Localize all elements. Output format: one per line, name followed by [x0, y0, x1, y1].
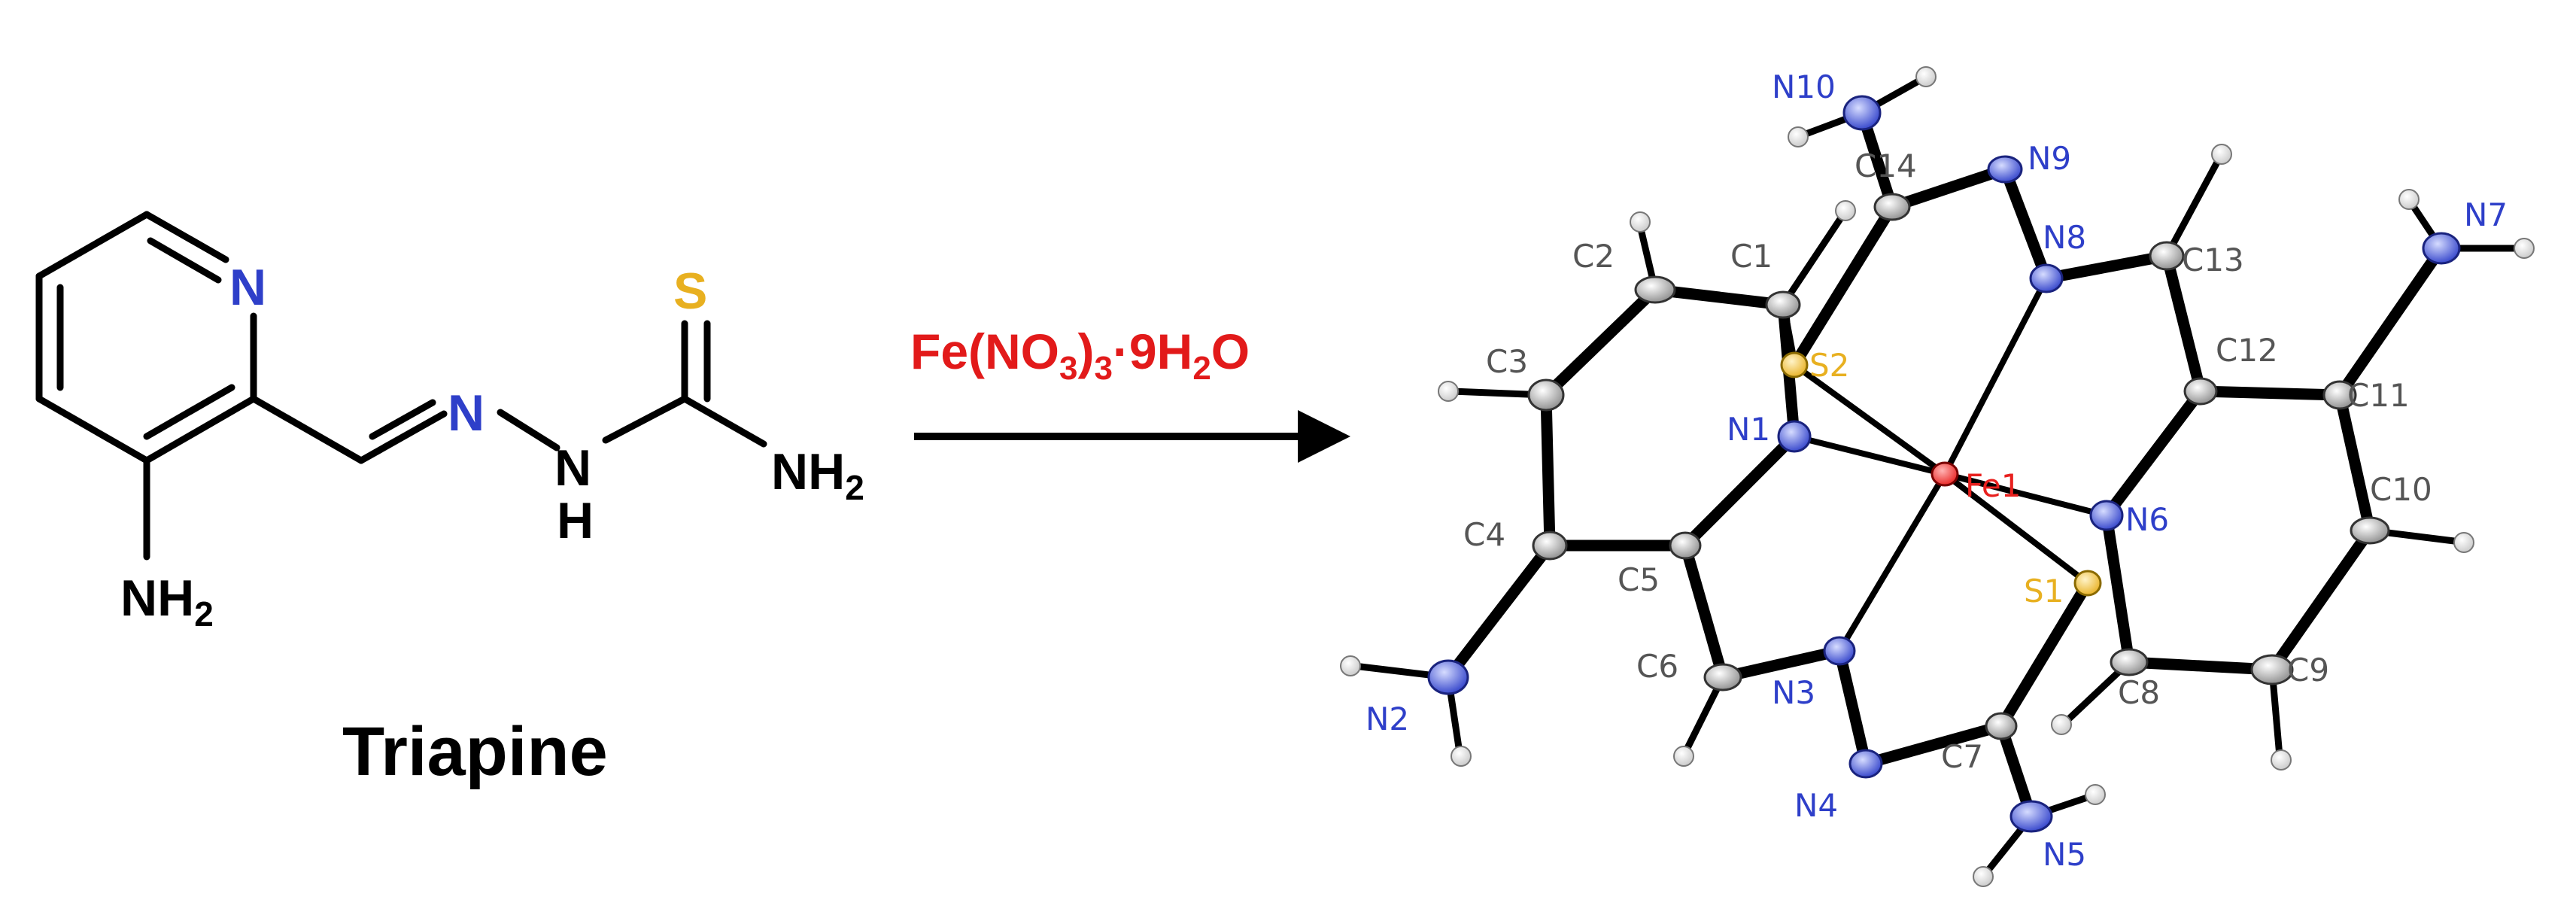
ring-bond	[143, 211, 229, 263]
hydrazine-hydrogen-label: H	[557, 492, 594, 549]
sulfur-label: S	[673, 263, 707, 320]
amide-nh2-label: NH2	[771, 443, 864, 507]
label-n7: N7	[2464, 196, 2508, 233]
label-c1: C1	[1730, 238, 1773, 275]
label-n4: N4	[1794, 787, 1838, 824]
label-c4: C4	[1463, 516, 1505, 553]
label-c5: C5	[1618, 561, 1660, 598]
label-c7: C7	[1941, 738, 1983, 775]
imine-bond	[369, 399, 436, 440]
compound-name: Triapine	[342, 713, 608, 790]
reaction-arrow-head	[1298, 410, 1350, 463]
label-n5: N5	[2043, 836, 2086, 873]
ring-nitrogen-label: N	[229, 259, 266, 316]
label-c6: C6	[1636, 648, 1678, 685]
label-n8: N8	[2043, 219, 2086, 256]
amide-bond	[602, 395, 688, 444]
carbamoyl-bond	[681, 395, 767, 448]
complex-labels: Fe1 S1 S2 N1 N2 N3 N4 N5 N6 N7 N8 N9 N10…	[1365, 68, 2508, 873]
ring-bond	[143, 384, 235, 440]
imine-nitrogen-label: N	[448, 385, 485, 442]
label-c13: C13	[2182, 242, 2244, 278]
reagent-label: Fe(NO3)3·9H2O	[910, 324, 1250, 387]
label-s1: S1	[2024, 573, 2064, 609]
label-c11: C11	[2347, 377, 2410, 414]
label-c14: C14	[1855, 147, 1917, 184]
label-c12: C12	[2216, 332, 2278, 369]
label-c8: C8	[2118, 674, 2160, 711]
label-c3: C3	[1486, 343, 1528, 380]
hydrazine-nitrogen-label: N	[554, 439, 591, 497]
label-c10: C10	[2370, 471, 2432, 508]
hydrogen-atoms	[1340, 66, 2535, 887]
label-n6: N6	[2125, 501, 2169, 538]
label-n2: N2	[1365, 701, 1409, 737]
label-n9: N9	[2028, 140, 2071, 177]
chain-bond	[250, 395, 365, 464]
sulfur-atoms	[1780, 351, 2102, 597]
ring-bond	[143, 395, 257, 464]
ring-bond	[35, 211, 150, 280]
complex-bonds	[1442, 107, 2447, 822]
hydrazine-bond	[497, 409, 560, 451]
label-c2: C2	[1572, 238, 1615, 275]
carbon-atoms	[1527, 193, 2390, 740]
label-n10: N10	[1772, 68, 1836, 105]
imine-bond	[357, 410, 448, 464]
iron-atom	[1930, 461, 1959, 487]
label-n3: N3	[1772, 674, 1815, 711]
ring-bond	[35, 395, 150, 464]
label-fe1: Fe1	[1965, 467, 2021, 504]
nitrogen-atoms	[1427, 95, 2461, 833]
triapine-structure	[35, 211, 767, 561]
label-c9: C9	[2287, 652, 2329, 688]
ring-bond	[147, 237, 222, 284]
label-n1: N1	[1727, 411, 1770, 448]
amine-nh2-label: NH2	[120, 570, 214, 634]
label-s2: S2	[1809, 347, 1849, 384]
